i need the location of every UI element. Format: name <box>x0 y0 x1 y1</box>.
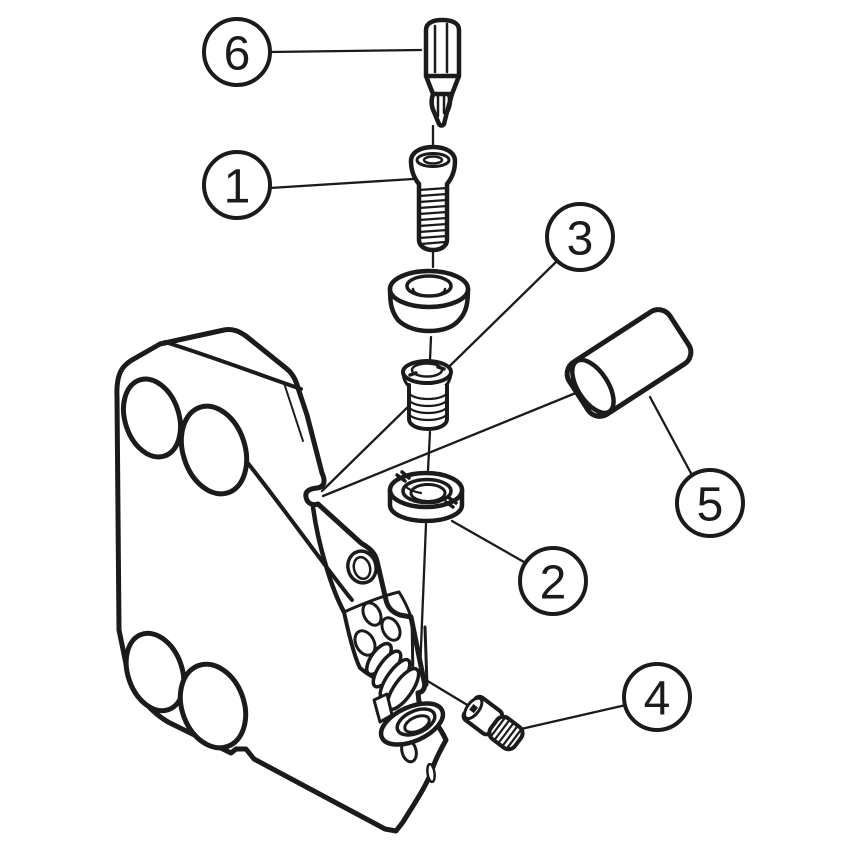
callout-4: 4 <box>622 662 692 732</box>
callout-circle <box>518 546 588 616</box>
assembly-axis-line <box>428 335 433 362</box>
callout-label: 3 <box>567 213 594 266</box>
threads <box>407 390 449 422</box>
insert-seat-hole <box>403 714 431 734</box>
insert-center-hole <box>405 274 453 298</box>
tool-holder-body <box>114 327 449 834</box>
assembly-axis-line <box>426 430 432 472</box>
round-insert <box>387 268 471 334</box>
callout-leader-line <box>268 48 423 54</box>
threads <box>489 716 522 749</box>
plug-face <box>570 357 616 416</box>
ring-split-notches <box>395 470 458 509</box>
callout-3: 3 <box>545 202 615 272</box>
callout-circle <box>545 202 615 272</box>
callout-1: 1 <box>202 150 272 220</box>
leader-lines-layer <box>268 48 695 731</box>
callout-label: 2 <box>540 557 567 610</box>
mounting-hole <box>123 630 249 751</box>
callout-6: 6 <box>202 17 272 87</box>
callout-5: 5 <box>675 468 745 538</box>
torx-key <box>423 17 462 128</box>
callouts-layer: 6 1 3 5 2 4 <box>202 17 745 732</box>
mounting-hole <box>121 376 250 497</box>
callout-circle <box>675 468 745 538</box>
callout-circle <box>202 17 272 87</box>
tip-details <box>400 738 436 784</box>
callout-leader-line <box>519 703 628 731</box>
shim-screw <box>401 359 453 431</box>
callout-2: 2 <box>518 546 588 616</box>
locking-ring <box>387 470 465 524</box>
callout-circle <box>202 150 272 220</box>
callout-label: 6 <box>224 28 251 81</box>
callout-label: 1 <box>224 161 251 214</box>
assembly-axis-line <box>321 384 595 498</box>
callout-label: 4 <box>644 673 671 726</box>
set-screw <box>461 694 525 752</box>
cylinder-plug <box>564 307 694 419</box>
callout-circle <box>622 662 692 732</box>
callout-label: 5 <box>697 479 724 532</box>
clamp-cartridge <box>365 641 446 747</box>
callout-leader-line <box>648 395 695 479</box>
counterbored-hole <box>346 549 378 585</box>
callout-leader-line <box>450 519 526 564</box>
callout-leader-line <box>268 177 415 190</box>
insert-screw <box>408 144 458 253</box>
threads <box>417 186 449 246</box>
